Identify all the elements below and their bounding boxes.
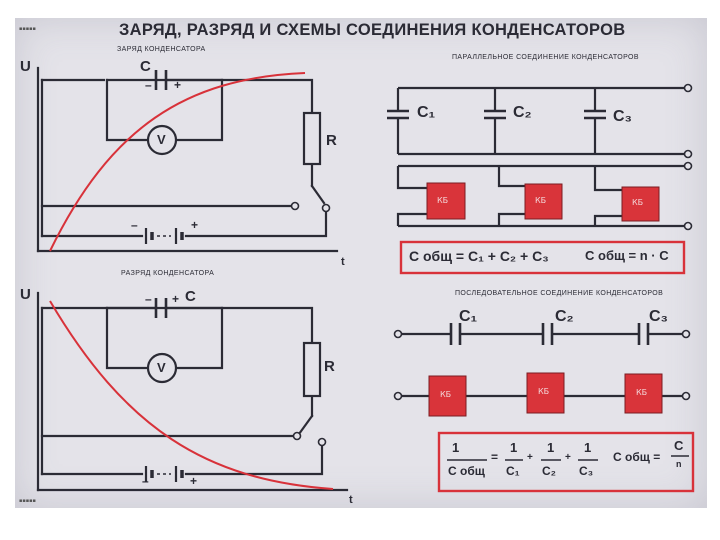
series-frac-total-num: 1 — [452, 440, 460, 455]
charge-curve — [49, 72, 306, 252]
discharge-diagram — [36, 291, 349, 492]
series-frac-c3-den: C₃ — [579, 464, 594, 478]
discharge-voltmeter — [146, 352, 178, 384]
parallel-block-3 — [621, 186, 660, 222]
charge-subtitle: ЗАРЯД КОНДЕНСАТОРА — [117, 46, 206, 53]
series-block-3-label: КБ — [636, 388, 648, 397]
charge-u-label: U — [20, 58, 31, 75]
parallel-cap-label-1: C₁ — [417, 104, 436, 121]
discharge-v-label: V — [157, 360, 166, 375]
charge-diagram — [36, 66, 339, 253]
charge-bat-plus: + — [191, 218, 199, 232]
discharge-c-label: C — [185, 288, 196, 305]
charge-switch-contact-b — [321, 203, 331, 213]
discharge-vm-left — [105, 306, 150, 370]
charge-r-label: R — [326, 132, 337, 149]
charge-v-label: V — [157, 132, 166, 147]
charge-t-label: t — [341, 256, 345, 268]
series-formula-frame — [437, 431, 695, 493]
series-diagram — [393, 323, 695, 493]
charge-bat-wire-right — [184, 210, 328, 238]
series-subtitle: ПОСЛЕДОВАТЕЛЬНОЕ СОЕДИНЕНИЕ КОНДЕНСАТОРО… — [455, 290, 664, 297]
series-eq-sign: = — [491, 450, 499, 464]
series-plus-2: + — [565, 452, 571, 463]
charge-cap-plus: + — [174, 78, 182, 92]
discharge-subtitle: РАЗРЯД КОНДЕНСАТОРА — [121, 270, 215, 277]
discharge-switch-contact-b — [317, 437, 327, 447]
parallel-block-3-label: КБ — [632, 198, 644, 207]
poster-title: ЗАРЯД, РАЗРЯД И СХЕМЫ СОЕДИНЕНИЯ КОНДЕНС… — [119, 21, 626, 39]
parallel-subtitle: ПАРАЛЛЕЛЬНОЕ СОЕДИНЕНИЕ КОНДЕНСАТОРОВ — [452, 54, 639, 61]
series-cap-label-1: C₁ — [459, 308, 478, 325]
parallel-block-1-label: КБ — [437, 196, 449, 205]
parallel-cap-label-2: C₂ — [513, 104, 532, 121]
series-frac-c1-den: C₁ — [506, 464, 520, 478]
series-block-1 — [428, 375, 467, 417]
series-block-2 — [526, 372, 565, 414]
parallel-formula-frame — [399, 240, 686, 275]
discharge-r-label: R — [324, 358, 335, 375]
discharge-bat-plus: + — [190, 474, 198, 488]
charge-c-label: C — [140, 58, 151, 75]
series-block-3 — [624, 373, 663, 414]
series-block-2-label: КБ — [538, 387, 550, 396]
series-frac-c2-num: 1 — [547, 440, 555, 455]
series-cap-label-3: C₃ — [649, 308, 668, 325]
discharge-bat-minus: – — [142, 474, 149, 488]
series-frac-c3-num: 1 — [584, 440, 592, 455]
charge-vm-left — [105, 78, 150, 142]
series-frac-total-den: C общ — [448, 464, 485, 478]
discharge-curve — [49, 300, 334, 490]
discharge-vm-right — [175, 306, 224, 370]
series-block-1-label: КБ — [440, 390, 452, 399]
discharge-switch-blade — [297, 414, 314, 436]
parallel-block-1 — [426, 182, 466, 220]
series-formula-n-den: n — [676, 459, 682, 469]
charge-bat-minus: – — [131, 218, 138, 232]
charge-switch-blade — [310, 184, 326, 205]
parallel-block-2 — [524, 183, 563, 220]
charge-switch-contact-a — [290, 201, 300, 211]
discharge-t-label: t — [349, 494, 353, 506]
discharge-u-label: U — [20, 286, 31, 303]
series-formula-n-num: C — [674, 438, 684, 453]
charge-resistor — [302, 111, 322, 166]
charge-voltmeter — [146, 124, 178, 156]
parallel-block-2-label: КБ — [535, 196, 547, 205]
parallel-formula-n: C общ = n · C — [585, 248, 669, 263]
series-frac-c1-num: 1 — [510, 440, 518, 455]
discharge-cap-minus: – — [145, 292, 152, 306]
parallel-cap-label-3: C₃ — [613, 108, 632, 125]
poster-corner-print: ▪▪▪▪▪ — [19, 26, 36, 32]
discharge-bat-wire-right — [184, 444, 324, 476]
series-frac-c2-den: C₂ — [542, 464, 556, 478]
series-plus-1: + — [527, 452, 533, 463]
charge-cap-minus: – — [145, 78, 152, 92]
poster: ЗАРЯД, РАЗРЯД И СХЕМЫ СОЕДИНЕНИЯ КОНДЕНС… — [15, 18, 707, 508]
discharge-resistor — [302, 341, 322, 398]
discharge-switch-contact-a — [292, 431, 302, 441]
parallel-diagram — [387, 83, 693, 275]
parallel-formula-sum: C общ = C₁ + C₂ + C₃ — [409, 248, 549, 264]
series-cap-label-2: C₂ — [555, 308, 574, 325]
charge-vm-right — [175, 78, 224, 142]
discharge-cap-plus: + — [172, 292, 180, 306]
series-formula-n-lhs: C общ = — [613, 450, 661, 464]
poster-corner-print-bottom: ▪▪▪▪▪ — [19, 498, 36, 504]
